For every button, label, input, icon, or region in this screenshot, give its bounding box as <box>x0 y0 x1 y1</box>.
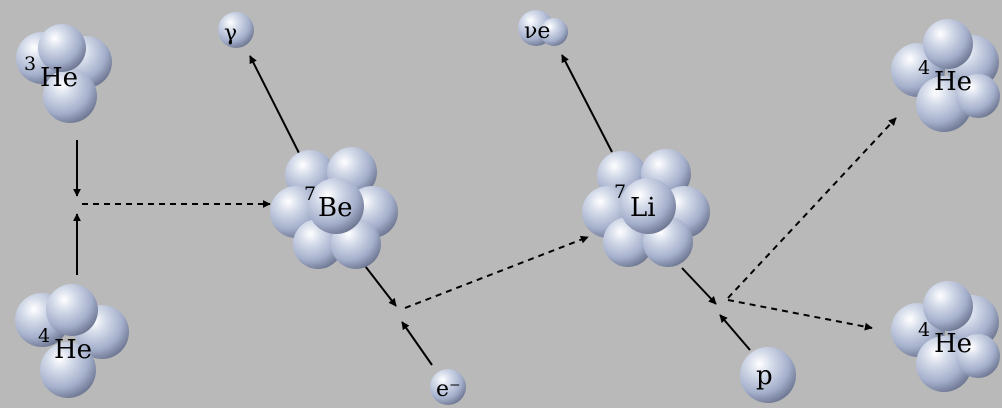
nucleus-be7: 7 Be <box>270 147 398 269</box>
he4-top-symbol: He <box>934 67 972 97</box>
nucleus-he4-incoming: 4 He <box>15 284 129 398</box>
electron-symbol: e⁻ <box>436 377 461 402</box>
li7-symbol: Li <box>630 193 656 223</box>
arrow-li7-to-neutrino <box>561 54 613 153</box>
he3-symbol: He <box>40 63 78 93</box>
arrow-junction-to-li7 <box>404 235 589 309</box>
be7-symbol: Be <box>318 193 353 223</box>
particle-neutrino: νe <box>518 10 568 46</box>
arrow-li7-to-p-junction <box>681 267 717 305</box>
particle-electron: e⁻ <box>430 369 466 405</box>
he4-in-symbol: He <box>54 335 92 365</box>
he3-mass: 3 <box>24 53 36 75</box>
nucleus-he4-outgoing-bottom: 4 He <box>891 281 1000 392</box>
he4-bottom-mass: 4 <box>918 319 930 341</box>
particle-gamma: γ <box>218 12 254 48</box>
nucleus-he3: 3 He <box>16 24 112 123</box>
he4-in-mass: 4 <box>38 325 50 347</box>
nucleus-he4-outgoing-top: 4 He <box>891 19 1000 132</box>
arrow-junction-to-he4-top <box>727 117 897 299</box>
nucleus-li7: 7 Li <box>582 149 710 267</box>
arrow-proton-to-junction <box>719 314 751 351</box>
arrow-be7-to-gamma <box>249 55 301 156</box>
li7-mass: 7 <box>614 181 626 203</box>
arrow-electron-to-junction <box>401 321 433 366</box>
gamma-symbol: γ <box>224 21 237 46</box>
he4-bottom-symbol: He <box>934 329 972 359</box>
neutrino-symbol: νe <box>524 19 550 44</box>
particle-proton: p <box>740 347 796 403</box>
arrows <box>73 54 897 366</box>
he4-top-mass: 4 <box>918 57 930 79</box>
arrow-be7-to-e-junction <box>361 261 397 307</box>
arrow-junction-to-he4-bottom <box>727 299 873 331</box>
be7-mass: 7 <box>304 183 316 205</box>
proton-symbol: p <box>756 361 773 391</box>
